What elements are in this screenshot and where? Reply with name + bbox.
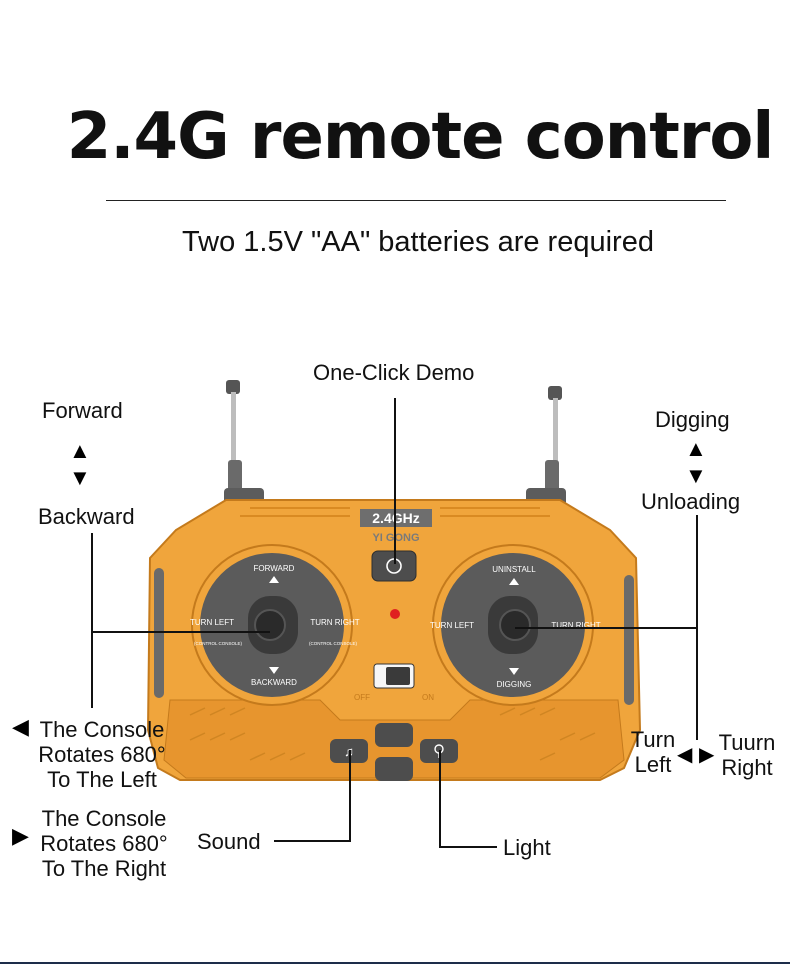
left-stick-up-icon: [269, 576, 279, 583]
unloading-label: Unloading: [641, 489, 741, 514]
turn-left-triangle-icon: ◀: [677, 744, 693, 766]
down-triangle-icon: ▼: [69, 465, 91, 490]
tread-marks: [189, 707, 596, 761]
rotate-right-line-2: Rotates 680°: [40, 831, 168, 856]
right-stick-left-label: TURN LEFT: [430, 621, 474, 630]
left-stick-right-label: TURN RIGHT: [310, 618, 359, 627]
turn-right-label: Tuurn Right: [714, 730, 780, 780]
rotate-right-line-1: The Console: [41, 806, 167, 831]
left-stick-right-sublabel: (CONTROL CONSOLE): [309, 641, 358, 646]
page-title: 2.4G remote control: [66, 100, 775, 174]
top-ridges: [240, 507, 550, 517]
turn-right-line-1: Tuurn: [718, 730, 776, 755]
turn-left-line-2: Left: [634, 752, 672, 777]
left-antenna: [224, 380, 264, 506]
left-stick-left-label: TURN LEFT: [190, 618, 234, 627]
rotate-right-label: The Console Rotates 680° To The Right: [36, 806, 172, 881]
callout-lines: [91, 398, 698, 848]
backward-label: Backward: [38, 504, 135, 529]
digging-up-icon: ▲: [685, 436, 707, 461]
right-stick-knob: [499, 609, 531, 641]
rotate-left-line-1: The Console: [39, 717, 165, 742]
right-stick-down-icon: [509, 668, 519, 675]
demo-label: One-Click Demo: [313, 360, 475, 385]
rotate-left-label: The Console Rotates 680° To The Left: [36, 717, 168, 792]
rotate-left-line-2: Rotates 680°: [38, 742, 166, 767]
left-stick-backward-label: BACKWARD: [251, 678, 297, 687]
turn-right-triangle-icon: ▶: [699, 744, 715, 766]
switch-off-label: OFF: [354, 693, 370, 702]
left-stick-down-icon: [269, 667, 279, 674]
light-label: Light: [503, 835, 551, 860]
turn-left-line-1: Turn: [630, 727, 676, 752]
switch-on-label: ON: [422, 693, 434, 702]
forward-label: Forward: [42, 398, 123, 423]
power-switch-slider: [386, 667, 410, 685]
up-triangle-icon: ▲: [69, 438, 91, 463]
turn-right-line-2: Right: [721, 755, 773, 780]
digging-label: Digging: [655, 407, 730, 432]
top-center-button: [375, 723, 413, 747]
rotate-left-line-3: To The Left: [47, 767, 157, 792]
left-stick-knob: [254, 609, 286, 641]
power-led: [390, 609, 400, 619]
left-stick-forward-label: FORWARD: [254, 564, 295, 573]
right-stick-right-label: TURN RIGHT: [551, 621, 600, 630]
title-divider: [106, 200, 726, 201]
unloading-down-icon: ▼: [685, 463, 707, 488]
right-triangle-icon: ▶: [12, 823, 29, 848]
right-grip: [624, 575, 634, 705]
left-triangle-icon: ◀: [12, 714, 29, 739]
sound-label: Sound: [197, 829, 261, 854]
battery-note: Two 1.5V "AA" batteries are required: [182, 226, 654, 258]
bottom-center-button: [375, 757, 413, 781]
left-stick-left-sublabel: (CONTROL CONSOLE): [194, 641, 243, 646]
right-stick-uninstall-label: UNINSTALL: [492, 565, 536, 574]
right-antenna: [526, 386, 566, 506]
right-stick-up-icon: [509, 578, 519, 585]
footer-bar: [0, 962, 790, 964]
turn-left-label: Turn Left: [626, 727, 680, 777]
right-stick-digging-label: DIGGING: [497, 680, 532, 689]
rotate-right-line-3: To The Right: [41, 856, 167, 881]
